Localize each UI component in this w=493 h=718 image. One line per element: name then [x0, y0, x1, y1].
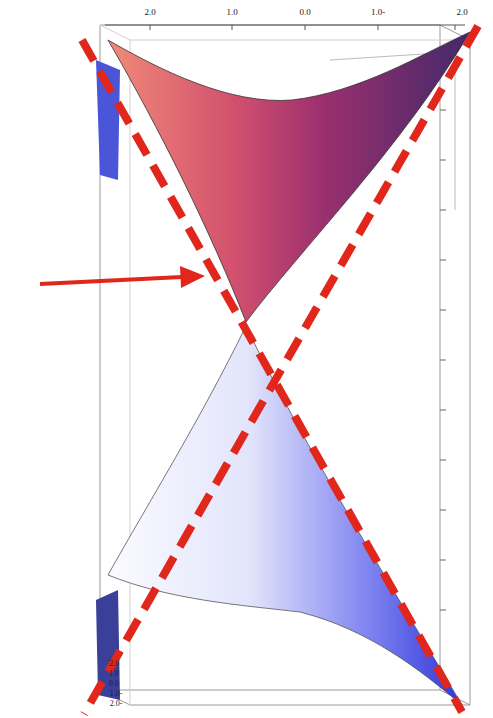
asymptote-line — [82, 26, 478, 714]
tick-label: 2.0 — [456, 8, 467, 17]
axis-ticks — [105, 25, 465, 30]
pointer-arrow — [40, 266, 205, 288]
box-frame — [100, 25, 470, 705]
tick-label: 1.0 — [109, 670, 119, 678]
tick-label: 0.0 — [299, 8, 310, 17]
tick-label: 2.0 — [109, 660, 119, 668]
tick-label: 1.0 — [226, 8, 237, 17]
lower-cone-sheet — [108, 326, 462, 705]
tick-label: 1.0- — [371, 8, 385, 17]
tick-label: 2.0 — [144, 8, 155, 17]
tick-label: 0.0 — [109, 680, 119, 688]
tick-label: 2.0- — [110, 700, 123, 708]
axis-ticks — [440, 60, 446, 610]
tick-label: 1.0- — [110, 690, 123, 698]
